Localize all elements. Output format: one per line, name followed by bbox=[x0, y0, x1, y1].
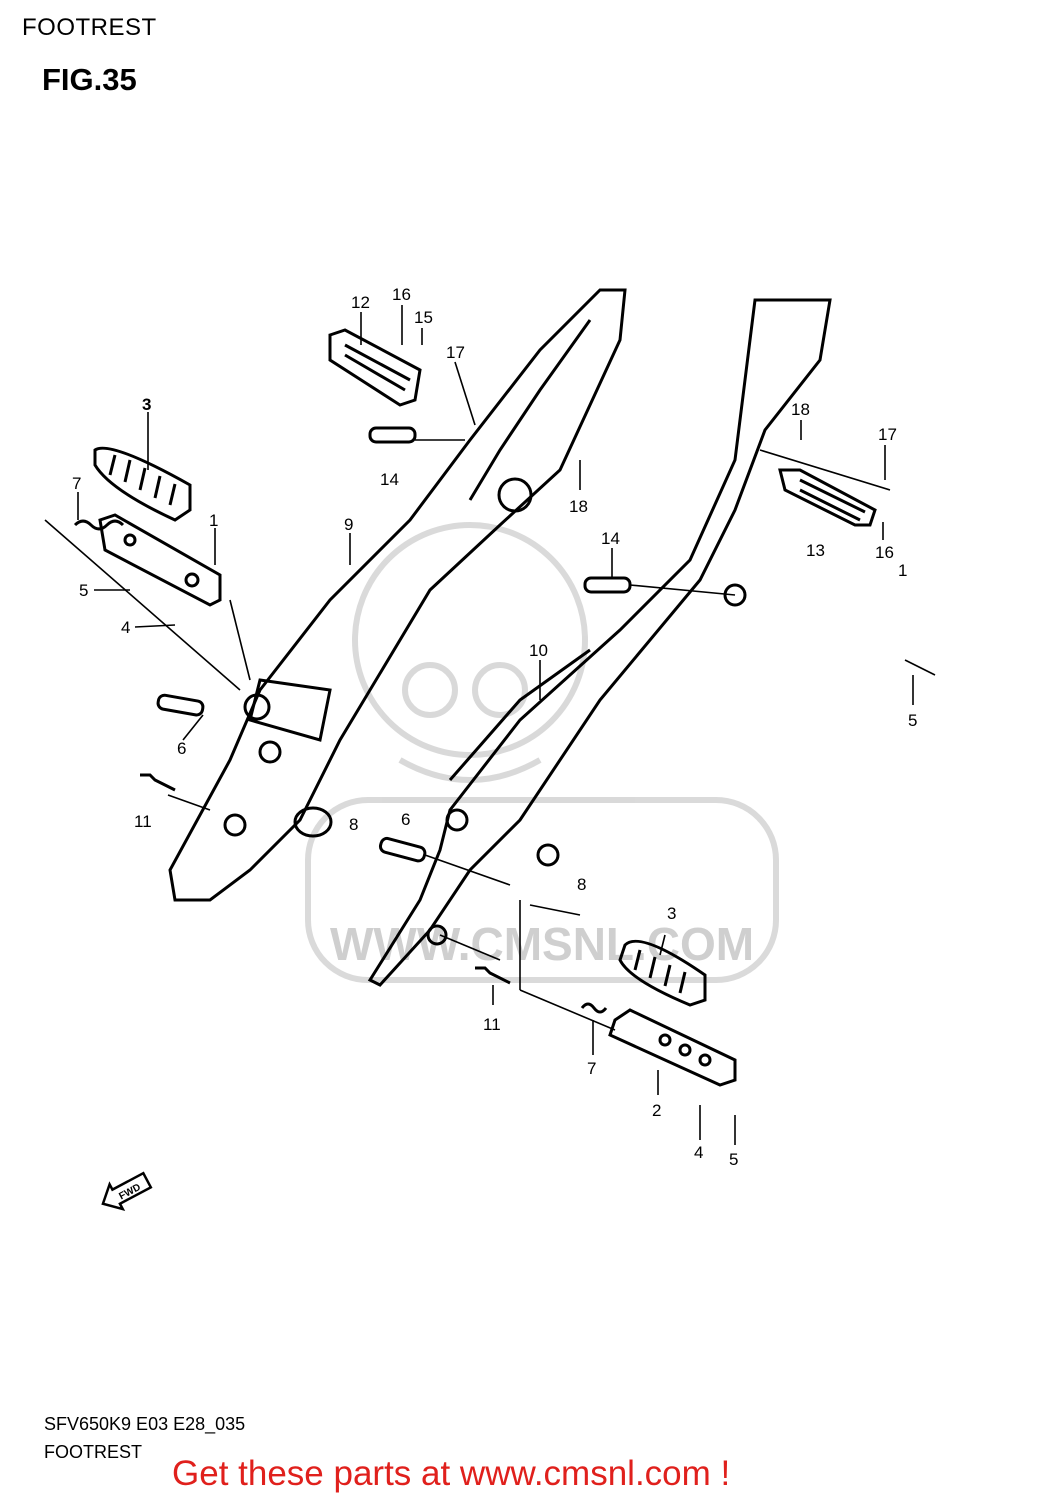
callout-label: 8 bbox=[577, 875, 586, 894]
callout-label: 4 bbox=[694, 1143, 703, 1162]
footrest-arm-left bbox=[98, 513, 222, 607]
rider-footrest-rubber-right bbox=[618, 939, 707, 1007]
callout-label: 14 bbox=[601, 529, 620, 548]
callout-label: 16 bbox=[875, 543, 894, 562]
callout-label: 14 bbox=[380, 470, 399, 489]
passenger-footrest-right bbox=[778, 468, 877, 527]
callout-label: 7 bbox=[587, 1059, 596, 1078]
footrest-bracket-right bbox=[367, 298, 832, 987]
callout-label: 3 bbox=[142, 395, 151, 414]
callout-label: 9 bbox=[344, 515, 353, 534]
pins-and-springs bbox=[73, 426, 632, 1014]
callout-label: 15 bbox=[414, 308, 433, 327]
page-header-title: FOOTREST bbox=[22, 14, 157, 41]
callout-label: 11 bbox=[134, 812, 152, 831]
footrest-arm-right bbox=[608, 1008, 737, 1087]
footer-title: FOOTREST bbox=[44, 1442, 142, 1462]
callout-label: 16 bbox=[392, 285, 411, 304]
callout-labels: 12 16 15 17 3 7 1 5 4 9 14 18 6 11 8 10 … bbox=[72, 285, 917, 1169]
passenger-footrest-left bbox=[328, 328, 422, 407]
footrest-bracket-left bbox=[168, 288, 627, 902]
rider-footrest-rubber-left bbox=[93, 446, 192, 522]
leader-lines bbox=[44, 305, 936, 1145]
diagram-code: SFV650K9 E03 E28_035 bbox=[44, 1414, 246, 1434]
callout-label: 4 bbox=[121, 618, 130, 637]
callout-label: 5 bbox=[908, 711, 917, 730]
callout-label: 1 bbox=[209, 511, 218, 530]
callout-label: 3 bbox=[667, 904, 676, 923]
callout-label: 5 bbox=[729, 1150, 738, 1169]
callout-label: 2 bbox=[652, 1101, 661, 1120]
callout-label: 6 bbox=[401, 810, 410, 829]
watermark-logo bbox=[305, 522, 779, 983]
callout-label: 8 bbox=[349, 815, 358, 834]
figure-label: FIG.35 bbox=[42, 62, 137, 97]
promo-link[interactable]: Get these parts at www.cmsnl.com ! bbox=[172, 1454, 731, 1493]
callout-label: 6 bbox=[177, 739, 186, 758]
callout-label: 1 bbox=[898, 561, 907, 580]
callout-label: 10 bbox=[529, 641, 548, 660]
callout-label: 12 bbox=[351, 293, 370, 312]
forward-arrow-icon: FWD bbox=[101, 1171, 153, 1212]
callout-label: 5 bbox=[79, 581, 88, 600]
callout-label: 17 bbox=[446, 343, 465, 362]
callout-label: 18 bbox=[569, 497, 588, 516]
callout-label: 11 bbox=[483, 1015, 501, 1034]
callout-label: 18 bbox=[791, 400, 810, 419]
callout-label: 7 bbox=[72, 474, 81, 493]
callout-label: 13 bbox=[806, 541, 825, 560]
callout-label: 17 bbox=[878, 425, 897, 444]
